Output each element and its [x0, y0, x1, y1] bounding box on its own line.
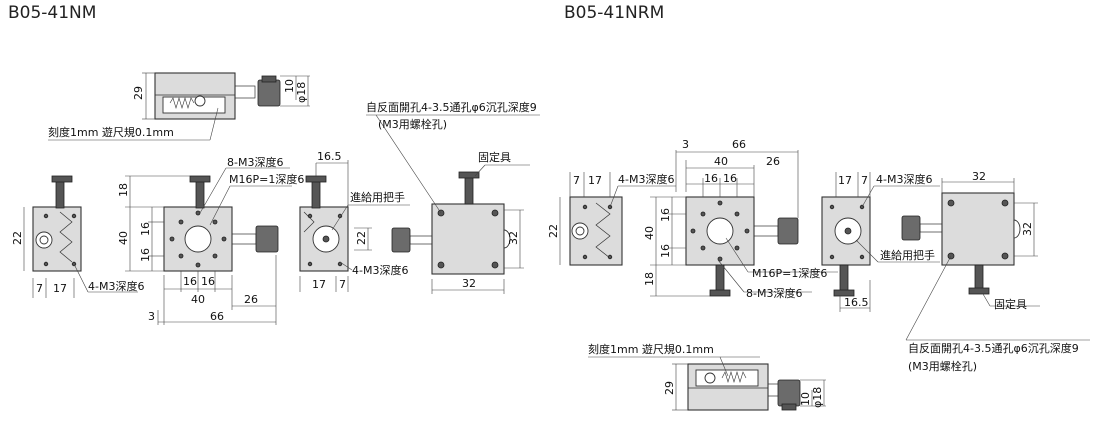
- dim-32a-right: 32: [972, 170, 986, 183]
- dim-16c-left: 16: [183, 275, 197, 288]
- dim-3-left: 3: [148, 310, 155, 323]
- dim-16c-right: 16: [659, 208, 672, 222]
- label-8m3-left: 8-M3深度6: [227, 155, 283, 169]
- dim-16a-left: 16: [139, 222, 152, 236]
- dim-66-right: 66: [732, 138, 746, 151]
- left-front-view: [163, 175, 279, 272]
- dim-18-right: 18: [643, 272, 656, 286]
- dim-40-left: 40: [117, 231, 130, 245]
- dim-22b-left: 22: [355, 231, 368, 245]
- dim-16-5-right: 16.5: [844, 296, 869, 309]
- dim-66-left: 66: [210, 310, 224, 323]
- right-left-end-view: [569, 196, 623, 266]
- dim-16a-right: 16: [704, 172, 718, 185]
- label-mount-left: 自反面開孔4-3.5通孔φ6沉孔深度9: [366, 100, 537, 114]
- dim-32b-left: 32: [462, 277, 476, 290]
- left-right-end-view: [299, 175, 349, 272]
- dim-16b-right: 16: [723, 172, 737, 185]
- dim-17-left: 17: [53, 282, 67, 295]
- dim-22-left: 22: [11, 231, 24, 245]
- dim-16-5-left: 16.5: [317, 150, 342, 163]
- dim-18-left: 18: [117, 183, 130, 197]
- dim-16d-right: 16: [659, 244, 672, 258]
- dim-3-right: 3: [682, 138, 689, 151]
- dim-10-left: 10: [283, 79, 296, 93]
- dim-40b-left: 40: [191, 293, 205, 306]
- right-front-view: [685, 196, 799, 297]
- label-scale-left: 刻度1mm 遊尺規0.1mm: [48, 125, 174, 139]
- label-8m3-right: 8-M3深度6: [746, 286, 802, 300]
- label-4m3-left-end: 4-M3深度6: [88, 279, 144, 293]
- dim-7-right: 7: [573, 174, 580, 187]
- dim-7b-left: 7: [339, 278, 346, 291]
- right-right-end-view: [821, 196, 871, 297]
- dim-7-left: 7: [36, 282, 43, 295]
- label-mount-right: 自反面開孔4-3.5通孔φ6沉孔深度9: [908, 341, 1079, 355]
- label-fixing-left: 固定具: [478, 150, 511, 164]
- label-4m3-right-left-end: 4-M3深度6: [618, 172, 674, 186]
- left-end-view: [32, 175, 82, 272]
- label-m16-left: M16P=1深度6: [229, 172, 304, 186]
- dim-40-right: 40: [714, 155, 728, 168]
- dim-32a-left: 32: [507, 231, 520, 245]
- label-feed-left: 進給用把手: [350, 190, 405, 204]
- left-side-view-top: [142, 72, 310, 120]
- label-feed-right: 進給用把手: [880, 248, 935, 262]
- dim-17b-right: 17: [838, 174, 852, 187]
- dim-phi18-right: φ18: [811, 387, 824, 408]
- label-fixing-right: 固定具: [994, 297, 1027, 311]
- label-m3screw-right: (M3用螺栓孔): [908, 359, 977, 373]
- label-4m3-right-end-left: 4-M3深度6: [352, 263, 408, 277]
- dim-17-right: 17: [588, 174, 602, 187]
- label-scale-right: 刻度1mm 遊尺規0.1mm: [588, 342, 714, 356]
- model-title-left: B05-41NM: [8, 3, 97, 23]
- left-base-view: [391, 171, 511, 275]
- dim-10-right: 10: [799, 392, 812, 406]
- dim-7b-right: 7: [861, 174, 868, 187]
- model-title-right: B05-41NRM: [564, 3, 665, 23]
- label-m16-right: M16P=1深度6: [752, 266, 827, 280]
- dim-29-left: 29: [132, 86, 145, 100]
- dim-29-right: 29: [663, 381, 676, 395]
- dim-26-left: 26: [244, 293, 258, 306]
- dim-phi18-left: φ18: [295, 82, 308, 103]
- dim-16d-left: 16: [201, 275, 215, 288]
- label-4m3-right-right-end: 4-M3深度6: [876, 172, 932, 186]
- dim-40b-right: 40: [643, 226, 656, 240]
- dim-26-right: 26: [766, 155, 780, 168]
- right-side-view-bottom: [687, 363, 801, 411]
- dim-22-right: 22: [547, 224, 560, 238]
- dim-32b-right: 32: [1021, 222, 1034, 236]
- dim-16b-left: 16: [139, 248, 152, 262]
- dim-17b-left: 17: [312, 278, 326, 291]
- right-base-view: [901, 192, 1021, 295]
- label-m3screw-left: (M3用螺栓孔): [378, 117, 447, 131]
